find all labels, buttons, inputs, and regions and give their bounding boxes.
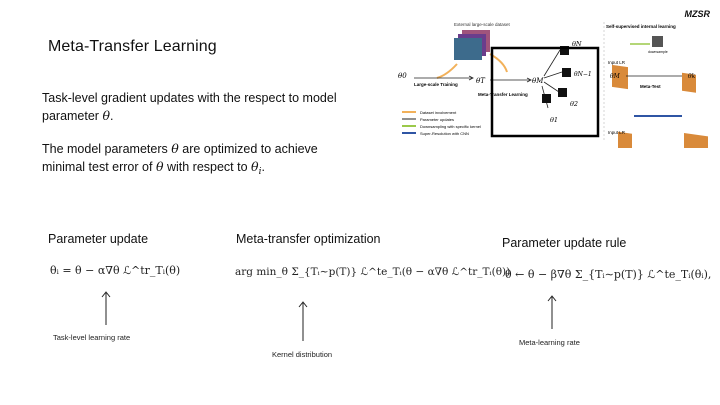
task-thumbnail	[542, 94, 551, 103]
butterfly-output-image	[684, 133, 708, 148]
paragraph-optimization: The model parameters θ are optimized to …	[42, 140, 362, 181]
theta1-label: θ1	[550, 116, 558, 124]
input-lr-label: Input LR	[608, 60, 626, 65]
highlight-box	[490, 46, 600, 138]
legend-item: Super-Resolution with CNN	[420, 131, 469, 136]
theta-symbol: θ	[155, 159, 164, 174]
equation-parameter-update: θᵢ = θ − α∇θ ℒ^tr_Tᵢ(θ)	[50, 264, 181, 277]
task-thumbnail	[560, 46, 569, 55]
thetaN1-label: θN−1	[574, 71, 592, 78]
thetaM-label: θM	[532, 77, 544, 85]
butterfly-image	[682, 72, 696, 93]
input-lr-label: Input LR	[608, 130, 626, 135]
theta0-label: θ0	[398, 72, 407, 80]
annotation-kernel-distribution: Kernel distribution	[272, 350, 333, 359]
large-scale-training-label: Large-scale Training	[414, 82, 458, 87]
legend-item: Downsampling with specific kernel	[420, 124, 481, 129]
dataset-label: External large-scale dataset	[454, 22, 511, 27]
slide-title: Meta-Transfer Learning	[48, 38, 217, 55]
thetak-label: θk	[688, 73, 696, 80]
up-arrow-icon	[101, 291, 111, 325]
paragraph2-text-a: The model parameters	[42, 142, 168, 156]
paragraph1-end: .	[110, 109, 114, 123]
task-thumbnail	[562, 68, 571, 77]
downsample-image	[652, 36, 663, 47]
paragraph-gradient-updates: Task-level gradient updates with the res…	[42, 90, 362, 125]
thetaT-label: θT	[476, 77, 486, 85]
legend-item: Parameter updates	[420, 117, 454, 122]
meta-transfer-learning-label: Meta-Transfer Learning	[478, 92, 528, 97]
thetaM-label: θM	[610, 73, 621, 80]
butterfly-image	[618, 131, 632, 148]
theta-symbol: θ	[171, 141, 179, 156]
self-supervised-title: Self-supervised internal learning	[606, 24, 676, 29]
up-arrow-icon	[547, 295, 557, 329]
brand-tag: MZSR	[684, 9, 711, 19]
section-heading-meta-transfer-optimization: Meta-transfer optimization	[236, 232, 381, 246]
downsample-label: downsample	[648, 50, 668, 54]
theta2-label: θ2	[570, 100, 578, 108]
section-heading-parameter-update: Parameter update	[48, 232, 149, 246]
dataset-image	[454, 38, 482, 60]
theta-symbol: θ	[102, 108, 110, 123]
paragraph1-text: Task-level gradient updates with the res…	[42, 91, 337, 123]
up-arrow-icon	[298, 301, 308, 341]
legend-item: Dataset involvement	[420, 110, 457, 115]
butterfly-image	[612, 64, 628, 90]
meta-test-label: Meta-Test	[640, 84, 661, 89]
equation-parameter-update-rule: θ ← θ − β∇θ Σ_{Tᵢ∼p(T)} ℒ^te_Tᵢ(θᵢ),	[505, 268, 712, 281]
theta-i-subscript: i	[258, 167, 262, 177]
theta-i-symbol: θ	[251, 159, 259, 174]
figure-legend: Dataset involvement Parameter updates Do…	[402, 110, 481, 136]
mzsr-overview-figure: External large-scale dataset θ0 Large-sc…	[398, 22, 708, 148]
paragraph2-text-c: with respect to	[166, 160, 248, 174]
thetaN-label: θN	[572, 40, 582, 48]
section-heading-parameter-update-rule: Parameter update rule	[502, 236, 627, 250]
equation-meta-transfer-optimization: arg min_θ Σ_{Tᵢ∼p(T)} ℒ^te_Tᵢ(θ − α∇θ ℒ^…	[235, 266, 511, 278]
annotation-task-level-learning-rate: Task-level learning rate	[53, 333, 131, 342]
paragraph2-text-b: are optimized to achieve minimal test er…	[42, 142, 318, 174]
paragraph2-end: .	[261, 160, 265, 174]
annotation-meta-learning-rate: Meta-learning rate	[519, 338, 580, 347]
task-thumbnail	[558, 88, 567, 97]
